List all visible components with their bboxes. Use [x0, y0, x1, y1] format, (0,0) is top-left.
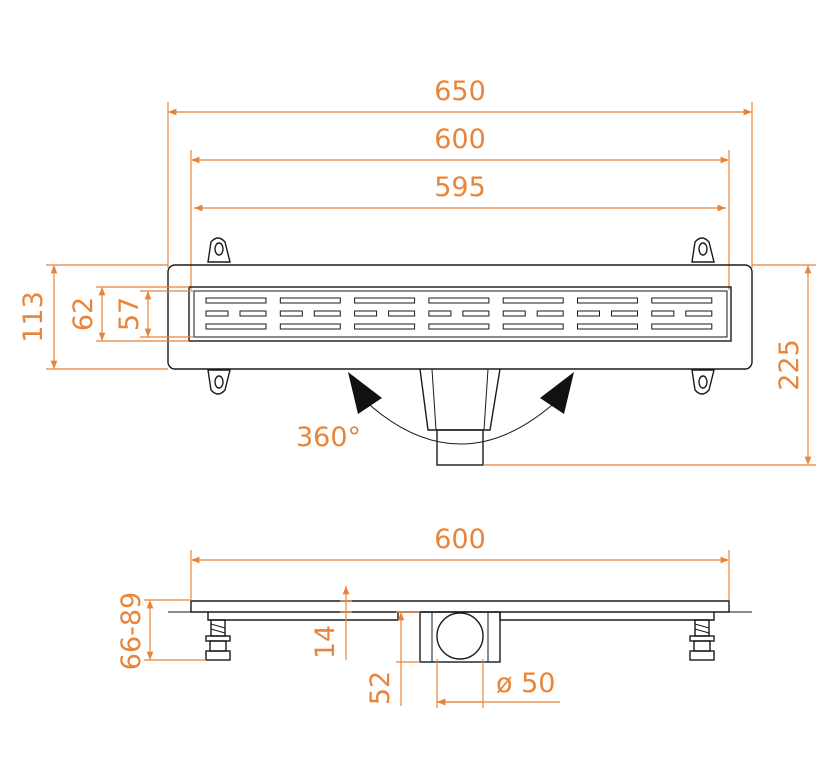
grate-slot	[313, 310, 341, 317]
grate-slots	[205, 297, 713, 330]
rotation-arrow-left-icon	[348, 372, 382, 414]
outlet-pipe-circle	[436, 612, 484, 660]
grate-slot	[205, 310, 229, 317]
dim-label-50: ø 50	[496, 668, 555, 699]
grate-slot	[685, 310, 713, 317]
grate-inner	[193, 290, 728, 338]
rotation-arrow-right-icon	[540, 372, 574, 414]
channel-profile	[190, 600, 730, 613]
dim-label-600-top: 600	[434, 124, 486, 155]
grate-frame	[188, 286, 732, 342]
grate-slot	[577, 323, 638, 330]
dim-label-52: 52	[365, 671, 396, 705]
grate-slot	[651, 310, 675, 317]
grate-slot	[428, 310, 452, 317]
grate-slot	[462, 310, 490, 317]
adjustable-foot	[205, 619, 231, 661]
dim-label-62: 62	[68, 297, 99, 331]
grate-slot	[502, 297, 564, 304]
grate-slot	[536, 310, 564, 317]
dim-label-66-89: 66-89	[116, 592, 147, 670]
grate-slot	[428, 323, 490, 330]
grate-slot	[205, 323, 267, 330]
dim-label-650: 650	[434, 76, 486, 107]
dim-label-57: 57	[114, 297, 145, 331]
grate-slot	[502, 310, 526, 317]
grate-slot	[354, 323, 416, 330]
adjustable-foot	[689, 619, 715, 661]
dim-label-595: 595	[434, 172, 486, 203]
side-view: 600 66-	[116, 524, 752, 708]
rotation-label: 360°	[296, 422, 361, 453]
grate-slot	[354, 310, 378, 317]
grate-slot	[502, 323, 564, 330]
grate-slot	[428, 297, 490, 304]
drain-channel-body	[167, 264, 753, 370]
top-view: 650 600 595	[18, 76, 816, 466]
grate-slot	[279, 323, 341, 330]
dim-label-225: 225	[774, 339, 805, 391]
rotation-arc	[361, 397, 561, 445]
grate-slot	[205, 297, 267, 304]
grate-slot	[239, 310, 267, 317]
outlet-pipe	[436, 429, 484, 466]
dim-label-113: 113	[18, 291, 49, 343]
grate-slot	[651, 323, 713, 330]
mounting-lug	[691, 237, 715, 263]
dim-label-14: 14	[310, 625, 341, 659]
grate-slot	[577, 297, 638, 304]
mounting-lug	[207, 237, 231, 263]
grate-slot	[279, 297, 341, 304]
grate-slot	[354, 297, 416, 304]
dim-label-600-side: 600	[434, 524, 486, 555]
grate-slot	[279, 310, 303, 317]
grate-slot	[388, 310, 416, 317]
grate-slot	[611, 310, 638, 317]
grate-slot	[651, 297, 713, 304]
mounting-lug	[691, 369, 715, 395]
outlet-box	[419, 611, 501, 663]
mounting-lug	[207, 369, 231, 395]
grate-slot	[577, 310, 600, 317]
outlet-funnel	[419, 368, 501, 466]
